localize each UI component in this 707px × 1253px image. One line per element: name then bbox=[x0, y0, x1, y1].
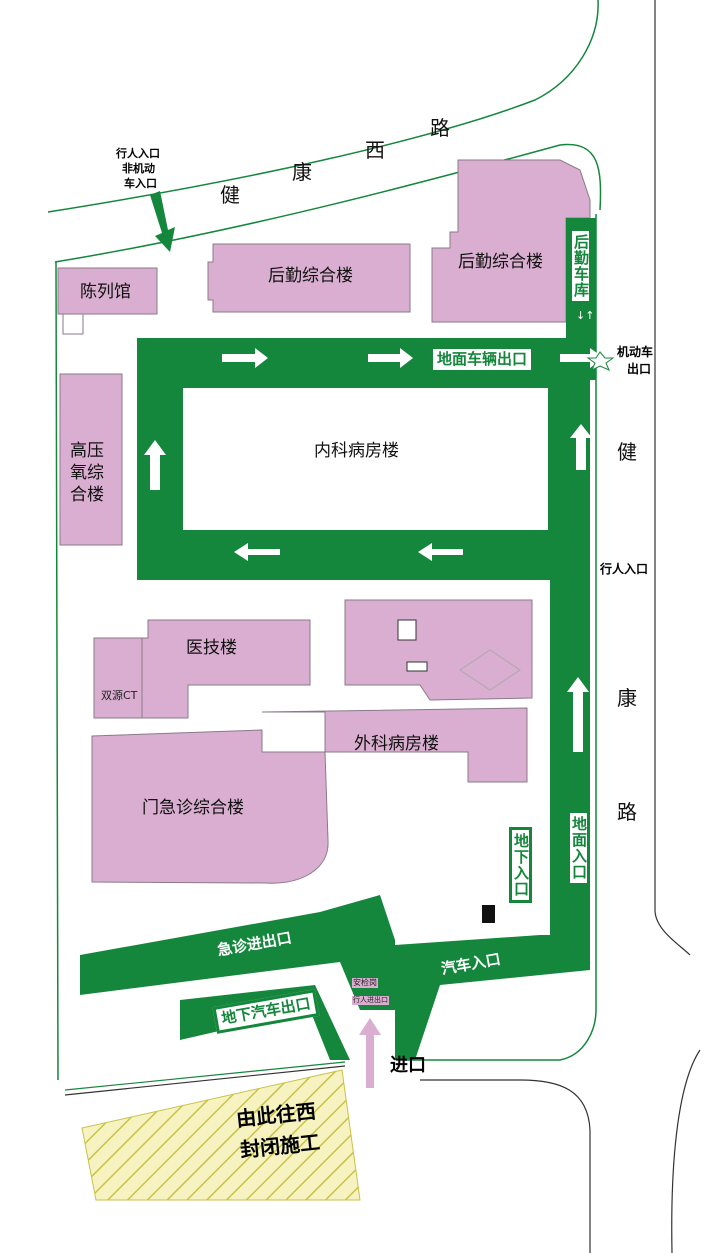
label-oxygen: 高压氧综合楼 bbox=[70, 441, 104, 506]
road-emergency bbox=[80, 895, 395, 1010]
arrow-icon bbox=[368, 348, 413, 368]
control-box-2 bbox=[406, 661, 428, 672]
road-car-entrance bbox=[395, 935, 590, 1060]
construction-zone bbox=[81, 1069, 361, 1201]
east-street-curb-south bbox=[671, 1049, 701, 1253]
building-exhibition-hall bbox=[57, 267, 158, 315]
building-logistics-1 bbox=[207, 243, 411, 313]
vehicle-exit-star-icon bbox=[586, 351, 615, 372]
control-box-1 bbox=[397, 619, 417, 641]
label-ground-entrance: 地面入口 bbox=[567, 810, 590, 886]
label-vehicle-exit-2: 出口 bbox=[627, 362, 652, 376]
label-logistics-1: 后勤综合楼 bbox=[268, 266, 353, 286]
small-kiosk bbox=[482, 905, 495, 923]
label-underground-entrance: 地下入口 bbox=[509, 827, 532, 903]
label-ground-exit: 地面车辆出口 bbox=[430, 346, 535, 373]
label-north-pedestrian-1: 行人入口 bbox=[116, 147, 160, 160]
east-street-char-2: 康 bbox=[617, 686, 637, 710]
building-control bbox=[344, 599, 533, 701]
building-medtech bbox=[139, 619, 311, 719]
arrow-icon bbox=[570, 424, 592, 470]
north-street-curb bbox=[47, 0, 599, 213]
label-logistics-garage: 后勤车库 bbox=[569, 228, 592, 304]
label-logistics-2: 后勤综合楼 bbox=[458, 252, 543, 272]
label-east-pedestrian: 行人入口 bbox=[600, 562, 649, 576]
label-booth-1: 安检岗 bbox=[352, 978, 378, 988]
label-medtech: 医技楼 bbox=[186, 638, 237, 658]
label-dual-ct: 双源CT bbox=[101, 689, 138, 702]
south-boundary-inner bbox=[64, 1061, 346, 1091]
east-street-char-3: 路 bbox=[617, 800, 637, 824]
pedestrian-arrow-icon bbox=[359, 1018, 381, 1088]
arrow-icon bbox=[418, 543, 463, 561]
north-street-char-4: 路 bbox=[430, 116, 450, 140]
label-exhibition-hall: 陈列馆 bbox=[80, 282, 131, 302]
label-surgical: 外科病房楼 bbox=[354, 734, 439, 754]
label-booth-2: 行人进出口 bbox=[352, 996, 389, 1005]
north-street-char-3: 西 bbox=[365, 138, 385, 162]
building-surgical bbox=[261, 707, 528, 783]
south-boundary bbox=[64, 1065, 346, 1096]
arrow-down-icon bbox=[150, 191, 175, 252]
label-vehicle-exit-1: 机动车 bbox=[617, 345, 654, 359]
arrow-icon bbox=[144, 440, 166, 490]
arrow-icon bbox=[222, 348, 268, 368]
building-outpatient bbox=[91, 729, 329, 884]
label-north-pedestrian-3: 车入口 bbox=[124, 177, 157, 190]
building-oxygen bbox=[59, 373, 123, 546]
east-street-char-1: 健 bbox=[617, 440, 637, 464]
north-street-char-2: 康 bbox=[292, 160, 312, 184]
arrow-icon bbox=[567, 677, 589, 752]
label-main-entrance: 进口 bbox=[390, 1055, 426, 1076]
site-boundary bbox=[55, 214, 597, 1081]
arrow-icon bbox=[234, 543, 280, 561]
label-inpatient-internal: 内科病房楼 bbox=[314, 441, 399, 461]
label-north-pedestrian-2: 非机动 bbox=[122, 162, 155, 175]
north-street-char-1: 健 bbox=[220, 183, 240, 207]
label-outpatient: 门急诊综合楼 bbox=[142, 798, 244, 818]
control-diamond bbox=[459, 649, 521, 691]
east-street-curb bbox=[654, 0, 691, 956]
road-loop-hole bbox=[183, 388, 548, 530]
building-exhibition-annex bbox=[62, 313, 84, 335]
label-garage-arrows: ↓↑ bbox=[576, 309, 595, 322]
arrow-icon bbox=[560, 348, 604, 368]
south-street-curb bbox=[420, 1079, 591, 1253]
building-dual-ct bbox=[93, 637, 143, 719]
